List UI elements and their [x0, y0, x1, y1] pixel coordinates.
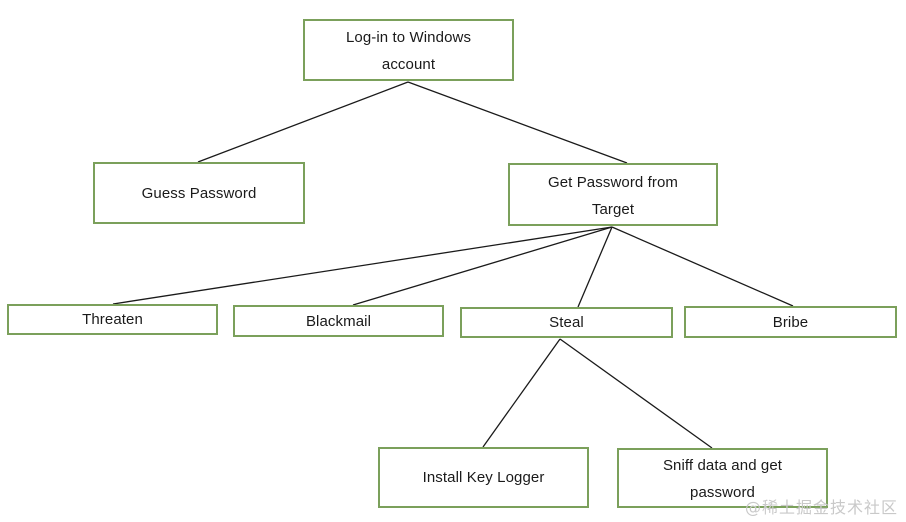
node-root-label-line-1: Log-in to Windows — [345, 29, 472, 46]
edge-get-password-from-target-to-threaten — [112, 226, 613, 305]
node-install-key-logger-label-line-1: Install Key Logger — [422, 469, 545, 486]
node-sniff-data-and-get-password[interactable]: Sniff data and get password — [617, 448, 828, 508]
node-bribe-label-line-1: Bribe — [772, 313, 809, 331]
edge-get-password-from-target-to-blackmail — [352, 226, 613, 306]
edge-root-to-get-password-from-target — [407, 81, 628, 164]
node-get-password-from-target-label-line-1: Get Password from — [547, 173, 679, 191]
edge-root-to-guess-password — [197, 81, 409, 163]
node-blackmail-label-line-1: Blackmail — [305, 312, 372, 330]
node-sniff-data-and-get-password-label-line-2: password — [690, 484, 755, 501]
node-install-key-logger[interactable]: Install Key Logger — [378, 447, 589, 508]
edge-steal-to-install-key-logger — [482, 338, 561, 448]
node-steal[interactable]: Steal — [460, 307, 673, 338]
node-guess-password-label-line-1: Guess Password — [141, 184, 257, 202]
node-root-label-line-2: account — [381, 56, 436, 73]
node-threaten-label-line-1: Threaten — [82, 311, 143, 328]
node-blackmail[interactable]: Blackmail — [233, 305, 444, 337]
node-guess-password[interactable]: Guess Password — [93, 162, 305, 224]
edge-get-password-from-target-to-bribe — [611, 226, 794, 307]
watermark: @稀土掘金技术社区 — [744, 498, 898, 517]
node-bribe[interactable]: Bribe — [684, 306, 897, 338]
edge-get-password-from-target-to-steal — [577, 226, 613, 308]
node-get-password-from-target-label-line-2: Target — [591, 200, 635, 218]
node-steal-label-line-1: Steal — [549, 314, 584, 331]
node-root[interactable]: Log-in to Windows account — [303, 19, 514, 81]
node-sniff-data-and-get-password-label-line-1: Sniff data and get — [662, 457, 783, 474]
edge-steal-to-sniff-data-and-get-password — [559, 338, 713, 449]
node-threaten[interactable]: Threaten — [7, 304, 218, 335]
